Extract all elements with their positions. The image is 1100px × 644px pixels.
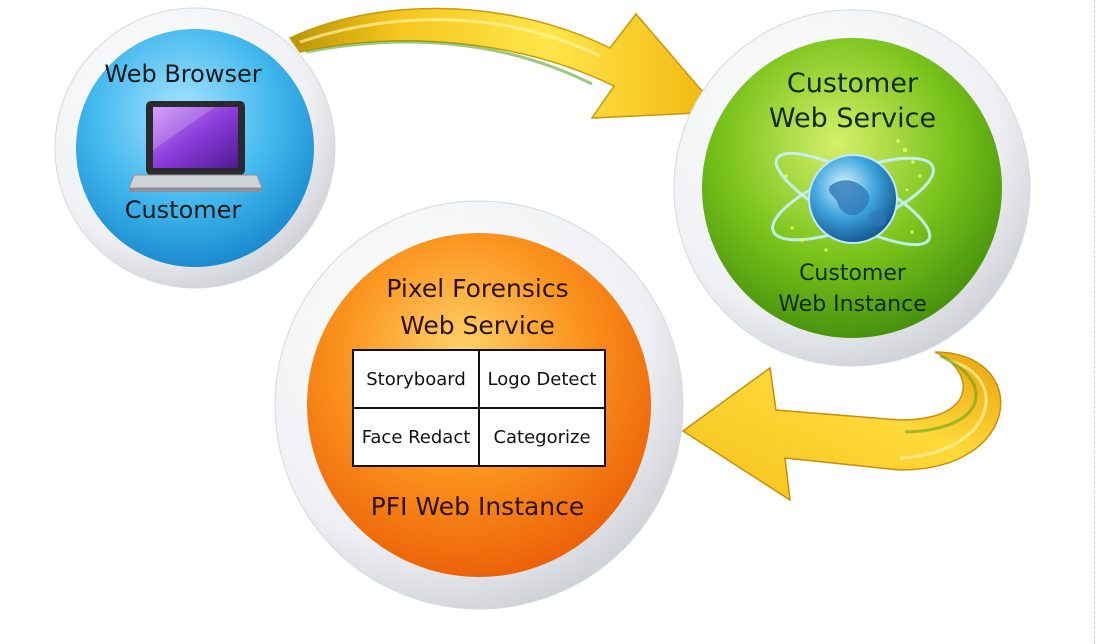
pfi-services-table: Storyboard Logo Detect Face Redact Categ… [352,349,606,467]
pfi-instance-label: PFI Web Instance [370,492,585,521]
services-row: Face Redact Categorize [352,407,606,467]
service-cell-categorize: Categorize [478,407,606,467]
service-cell-face-redact: Face Redact [352,407,480,467]
services-row: Storyboard Logo Detect [352,349,606,409]
laptop-icon [128,101,263,192]
pfi-service-title-line2: Web Service [400,311,555,340]
arrow-to-pfi-service [681,351,1002,502]
browser-node-subtitle: Customer [124,196,242,224]
service-cell-storyboard: Storyboard [352,349,480,409]
arrow-to-customer-service [288,7,722,119]
globe-icon [771,139,935,252]
customer-service-title-line1: Customer [786,68,919,99]
page-edge-divider [1094,0,1095,644]
customer-service-title: Customer Web Service [725,66,980,136]
customer-service-title-line2: Web Service [768,103,937,134]
customer-service-subtitle-line2: Web Instance [778,292,927,317]
pfi-service-title-line1: Pixel Forensics [386,274,569,303]
browser-node-title: Web Browser [104,60,262,88]
customer-service-subtitle: Customer Web Instance [725,258,980,320]
service-cell-logo-detect: Logo Detect [478,349,606,409]
pfi-service-title: Pixel Forensics Web Service [340,270,615,344]
customer-service-subtitle-line1: Customer [799,261,906,286]
